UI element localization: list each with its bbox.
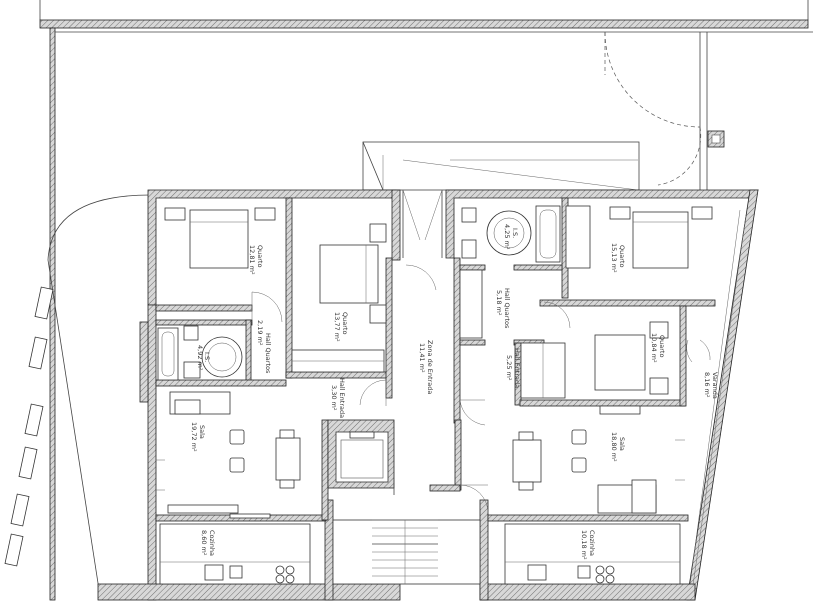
room-area-is-b: 4,25 m² bbox=[503, 224, 511, 250]
outer-walls bbox=[97, 189, 759, 601]
room-area-sala-b: 18,80 m² bbox=[610, 432, 618, 462]
varanda-railing bbox=[689, 209, 747, 586]
room-name-zona-entrada: Zona de Entrada bbox=[426, 340, 434, 394]
room-name-sala-a: Sala bbox=[198, 425, 206, 439]
room-area-varanda: 8,16 m² bbox=[703, 372, 711, 398]
door-swings bbox=[251, 264, 711, 514]
room-area-cozinha-a: 8,60 m² bbox=[200, 530, 208, 556]
right-bathroom-fixtures bbox=[461, 205, 561, 263]
courtyard-door-arcs bbox=[604, 31, 725, 186]
tree-planters bbox=[4, 286, 54, 567]
lift-and-stairs bbox=[327, 419, 481, 585]
room-name-quarto-c: Quarto bbox=[618, 245, 626, 267]
right-interior-walls bbox=[429, 197, 716, 522]
left-interior-walls bbox=[155, 197, 393, 522]
room-area-hall-quartos-a: 2,19 m² bbox=[256, 320, 264, 346]
room-name-sala-b: Sala bbox=[618, 437, 626, 451]
room-name-hall-quartos-a: Hall Quartos bbox=[264, 333, 272, 374]
left-living-furniture bbox=[156, 391, 301, 519]
left-bathroom-fixtures bbox=[157, 325, 243, 381]
room-name-hall-entrada-b: Hall Entrada bbox=[513, 348, 521, 388]
room-area-quarto-c: 15,13 m² bbox=[610, 243, 618, 273]
room-name-varanda: Varanda bbox=[711, 372, 719, 399]
room-name-is-a: I.S. bbox=[203, 352, 211, 362]
entrance-canopy bbox=[362, 141, 640, 258]
room-name-hall-quartos-b: Hall Quartos bbox=[503, 288, 511, 329]
room-area-cozinha-b: 10,18 m² bbox=[580, 530, 588, 560]
room-area-hall-entrada-b: 5,25 m² bbox=[505, 355, 513, 381]
room-name-is-b: I.S. bbox=[511, 228, 519, 238]
room-area-zona-entrada: 11,41 m² bbox=[418, 343, 426, 373]
room-area-is-a: 4,92 m² bbox=[196, 345, 204, 371]
room-name-cozinha-b: Cozinha bbox=[588, 530, 596, 556]
room-name-cozinha-a: Cozinha bbox=[208, 530, 216, 556]
room-area-quarto-d: 10,84 m² bbox=[650, 333, 658, 363]
room-area-hall-quartos-b: 5,18 m² bbox=[495, 290, 503, 316]
room-name-hall-entrada-a: Hall Entrada bbox=[338, 378, 346, 418]
right-kitchen-fixtures bbox=[504, 523, 681, 585]
room-labels: Quarto 12,81 m² Quarto 13,77 m² I.S. 4,9… bbox=[190, 224, 719, 560]
room-name-quarto-d: Quarto bbox=[658, 335, 666, 357]
room-area-hall-entrada-a: 3,30 m² bbox=[330, 385, 338, 411]
room-area-quarto-b: 13,77 m² bbox=[333, 312, 341, 342]
street-top bbox=[39, 0, 813, 601]
room-name-quarto-a: Quarto bbox=[256, 245, 264, 267]
room-area-sala-a: 19,72 m² bbox=[190, 422, 198, 452]
left-bedroom-furniture bbox=[164, 207, 387, 373]
right-living-furniture bbox=[512, 429, 685, 514]
garden-outline bbox=[47, 194, 151, 597]
right-bedroom-furniture bbox=[459, 205, 713, 415]
room-area-quarto-a: 12,81 m² bbox=[248, 245, 256, 275]
room-name-quarto-b: Quarto bbox=[341, 312, 349, 334]
left-kitchen-fixtures bbox=[159, 523, 311, 585]
